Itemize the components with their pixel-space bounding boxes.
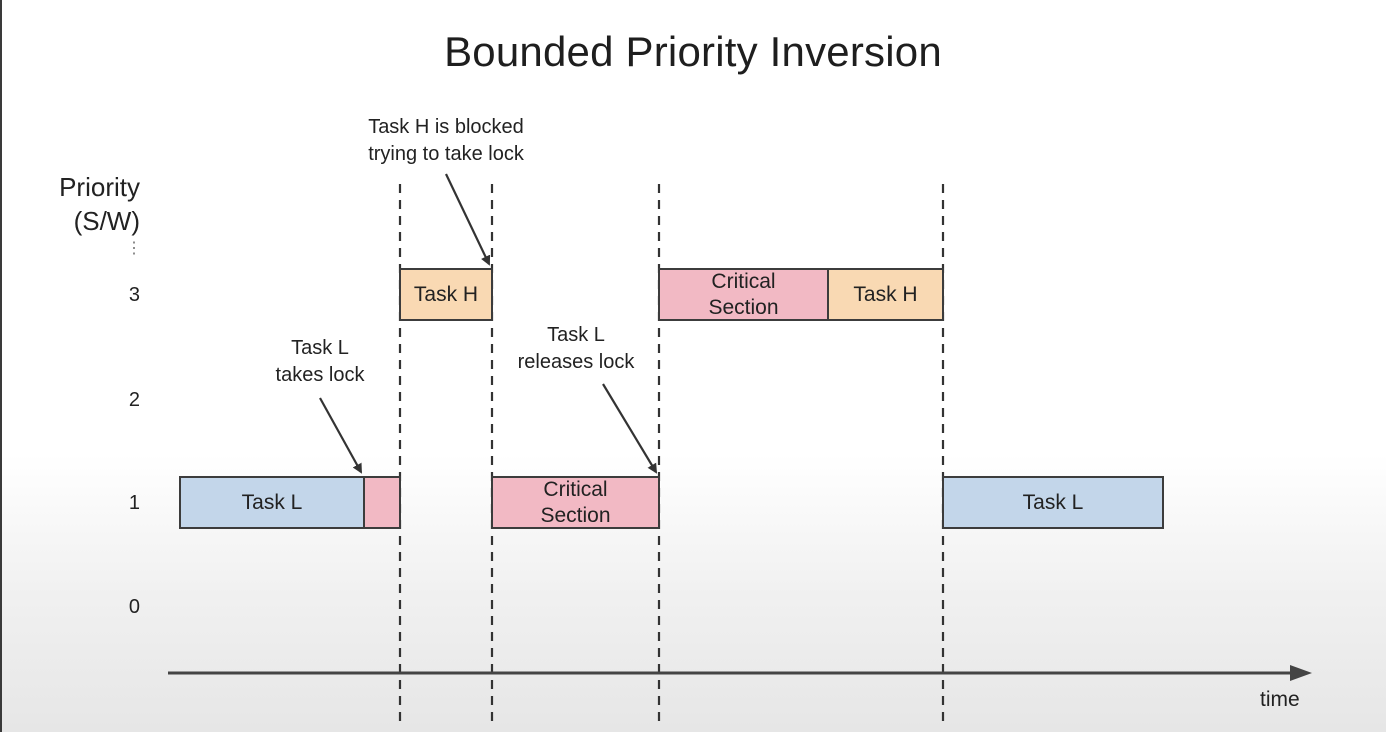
time-divider-lines	[398, 184, 945, 722]
critical-section-box-2-line1: Critical	[711, 269, 776, 293]
critical-section-box-1-line1: Critical	[543, 477, 608, 501]
critical-section-box-1: Critical Section	[491, 476, 660, 529]
blocked-note-line1: Task H is blocked	[368, 116, 524, 138]
releases-lock-note-line1: Task L	[547, 324, 605, 346]
takes-lock-note: Task L takes lock	[240, 335, 400, 389]
takes-lock-note-line1: Task L	[291, 337, 349, 359]
x-axis-label: time	[1260, 688, 1300, 711]
y-axis-label: Priority (S/W)	[30, 170, 140, 238]
task-l-box-2-label: Task L	[1022, 490, 1084, 514]
takes-lock-note-line2: takes lock	[275, 364, 365, 386]
y-axis-label-line2: (S/W)	[73, 206, 140, 236]
releases-lock-arrow-icon	[602, 383, 658, 474]
releases-lock-note: Task L releases lock	[496, 322, 656, 376]
diagram-title: Bounded Priority Inversion	[444, 28, 942, 75]
task-h-box-2: Task H	[827, 268, 944, 321]
blocked-note: Task H is blocked trying to take lock	[336, 114, 556, 168]
y-tick-1: 1	[128, 492, 140, 514]
time-axis-arrow-icon	[1290, 665, 1312, 681]
blocked-note-line2: trying to take lock	[368, 143, 524, 165]
critical-section-box-2-line2: Section	[708, 295, 779, 319]
y-tick-0: 0	[128, 596, 140, 618]
releases-lock-note-line2: releases lock	[517, 351, 635, 373]
critical-section-box-2: Critical Section	[658, 268, 829, 321]
y-tick-3: 3	[128, 284, 140, 306]
task-h-box-1: Task H	[399, 268, 493, 321]
y-tick-2: 2	[128, 389, 140, 411]
critical-section-box-1-line2: Section	[540, 503, 611, 527]
task-l-box-1: Task L	[179, 476, 365, 529]
critical-section-box-small	[363, 476, 401, 529]
task-l-box-2: Task L	[942, 476, 1164, 529]
task-l-box-1-label: Task L	[241, 490, 303, 514]
task-h-box-2-label: Task H	[853, 282, 918, 306]
blocked-arrow-icon	[445, 173, 491, 266]
takes-lock-arrow-icon	[319, 397, 362, 474]
task-h-box-1-label: Task H	[413, 282, 479, 306]
y-axis-label-line1: Priority	[59, 172, 140, 202]
left-frame-edge	[0, 0, 2, 732]
